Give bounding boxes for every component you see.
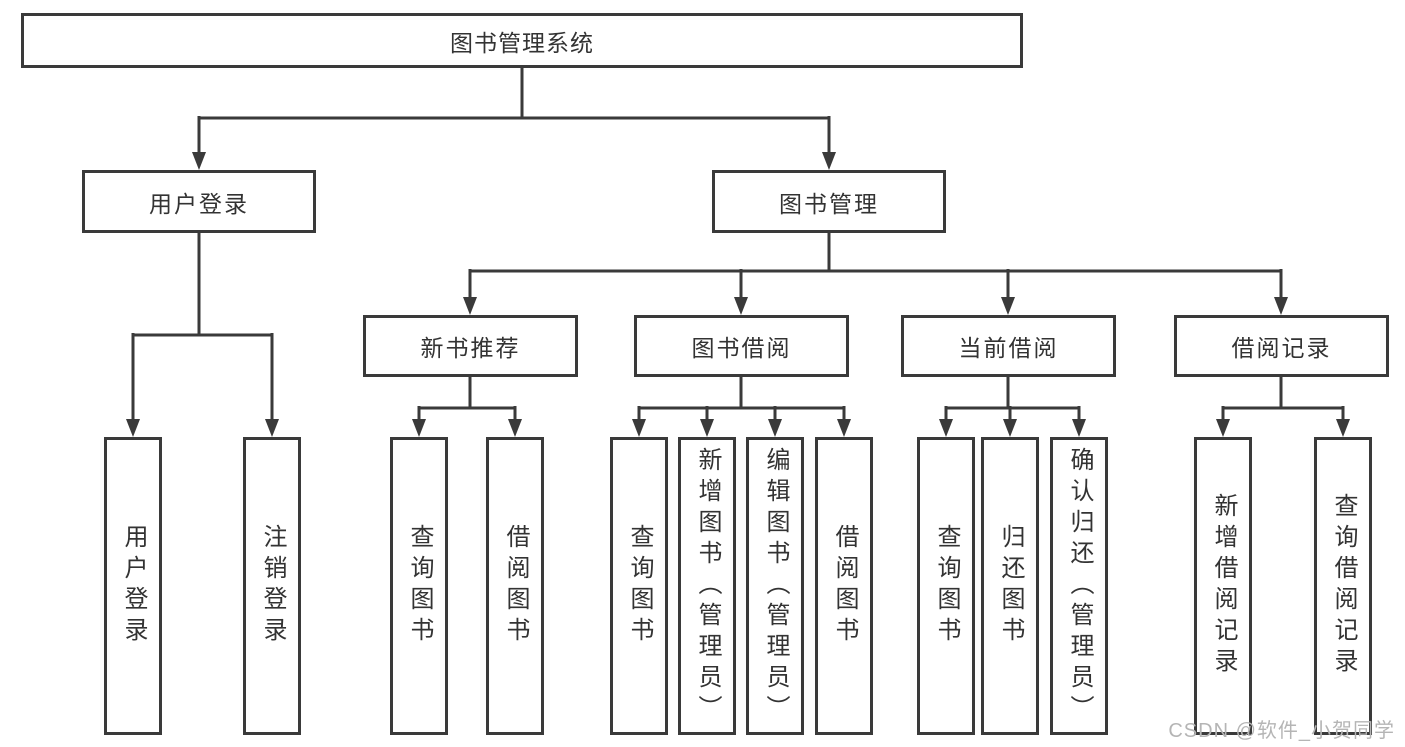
node-new-book-recommend: 新书推荐 xyxy=(363,315,578,377)
node-root-label: 图书管理系统 xyxy=(450,29,594,56)
node-leaf-edit-book-admin: 编辑图书（管理员） xyxy=(746,437,804,735)
node-borrow-record: 借阅记录 xyxy=(1174,315,1389,377)
leaf-label: 查询图书 xyxy=(933,524,960,648)
connector-root-to-level2 xyxy=(192,68,836,170)
node-leaf-logout: 注销登录 xyxy=(243,437,301,735)
leaf-label: 新增借阅记录 xyxy=(1210,493,1237,679)
node-leaf-query-books-1: 查询图书 xyxy=(390,437,448,735)
node-leaf-borrow-books-2: 借阅图书 xyxy=(815,437,873,735)
node-root: 图书管理系统 xyxy=(21,13,1023,68)
leaf-label: 借阅图书 xyxy=(502,524,529,648)
node-book-borrow-label: 图书借阅 xyxy=(691,335,792,361)
leaf-label: 借阅图书 xyxy=(831,524,858,648)
connector-borrow-record-children xyxy=(1216,377,1350,437)
leaf-label: 注销登录 xyxy=(259,524,286,648)
node-leaf-add-borrow-record: 新增借阅记录 xyxy=(1194,437,1252,735)
node-new-book-recommend-label: 新书推荐 xyxy=(420,335,521,361)
node-user-login: 用户登录 xyxy=(82,170,316,233)
node-leaf-add-book-admin: 新增图书（管理员） xyxy=(678,437,736,735)
connector-current-borrow-children xyxy=(939,377,1086,437)
node-leaf-query-books-3: 查询图书 xyxy=(917,437,975,735)
node-leaf-borrow-books-1: 借阅图书 xyxy=(486,437,544,735)
node-book-management: 图书管理 xyxy=(712,170,946,233)
node-user-login-label: 用户登录 xyxy=(149,190,249,217)
node-current-borrow-label: 当前借阅 xyxy=(958,335,1059,361)
node-leaf-return-book: 归还图书 xyxy=(981,437,1039,735)
leaf-label: 用户登录 xyxy=(120,524,147,648)
watermark: CSDN @软件_小贺同学 xyxy=(1168,720,1395,742)
connector-book-mgmt-sections xyxy=(463,233,1288,315)
node-book-management-label: 图书管理 xyxy=(779,190,879,217)
node-borrow-record-label: 借阅记录 xyxy=(1231,335,1332,361)
node-book-borrow: 图书借阅 xyxy=(634,315,849,377)
connector-new-book-children xyxy=(412,377,522,437)
leaf-label: 编辑图书（管理员） xyxy=(762,446,789,726)
leaf-label: 确认归还（管理员） xyxy=(1066,446,1093,726)
node-leaf-user-login: 用户登录 xyxy=(104,437,162,735)
leaf-label: 新增图书（管理员） xyxy=(694,446,721,726)
node-leaf-query-books-2: 查询图书 xyxy=(610,437,668,735)
connector-book-borrow-children xyxy=(632,377,851,437)
node-current-borrow: 当前借阅 xyxy=(901,315,1116,377)
connector-user-login-children xyxy=(126,233,279,437)
node-leaf-confirm-return-admin: 确认归还（管理员） xyxy=(1050,437,1108,735)
leaf-label: 查询借阅记录 xyxy=(1330,493,1357,679)
leaf-label: 查询图书 xyxy=(406,524,433,648)
node-leaf-query-borrow-record: 查询借阅记录 xyxy=(1314,437,1372,735)
leaf-label: 查询图书 xyxy=(626,524,653,648)
leaf-label: 归还图书 xyxy=(997,524,1024,648)
